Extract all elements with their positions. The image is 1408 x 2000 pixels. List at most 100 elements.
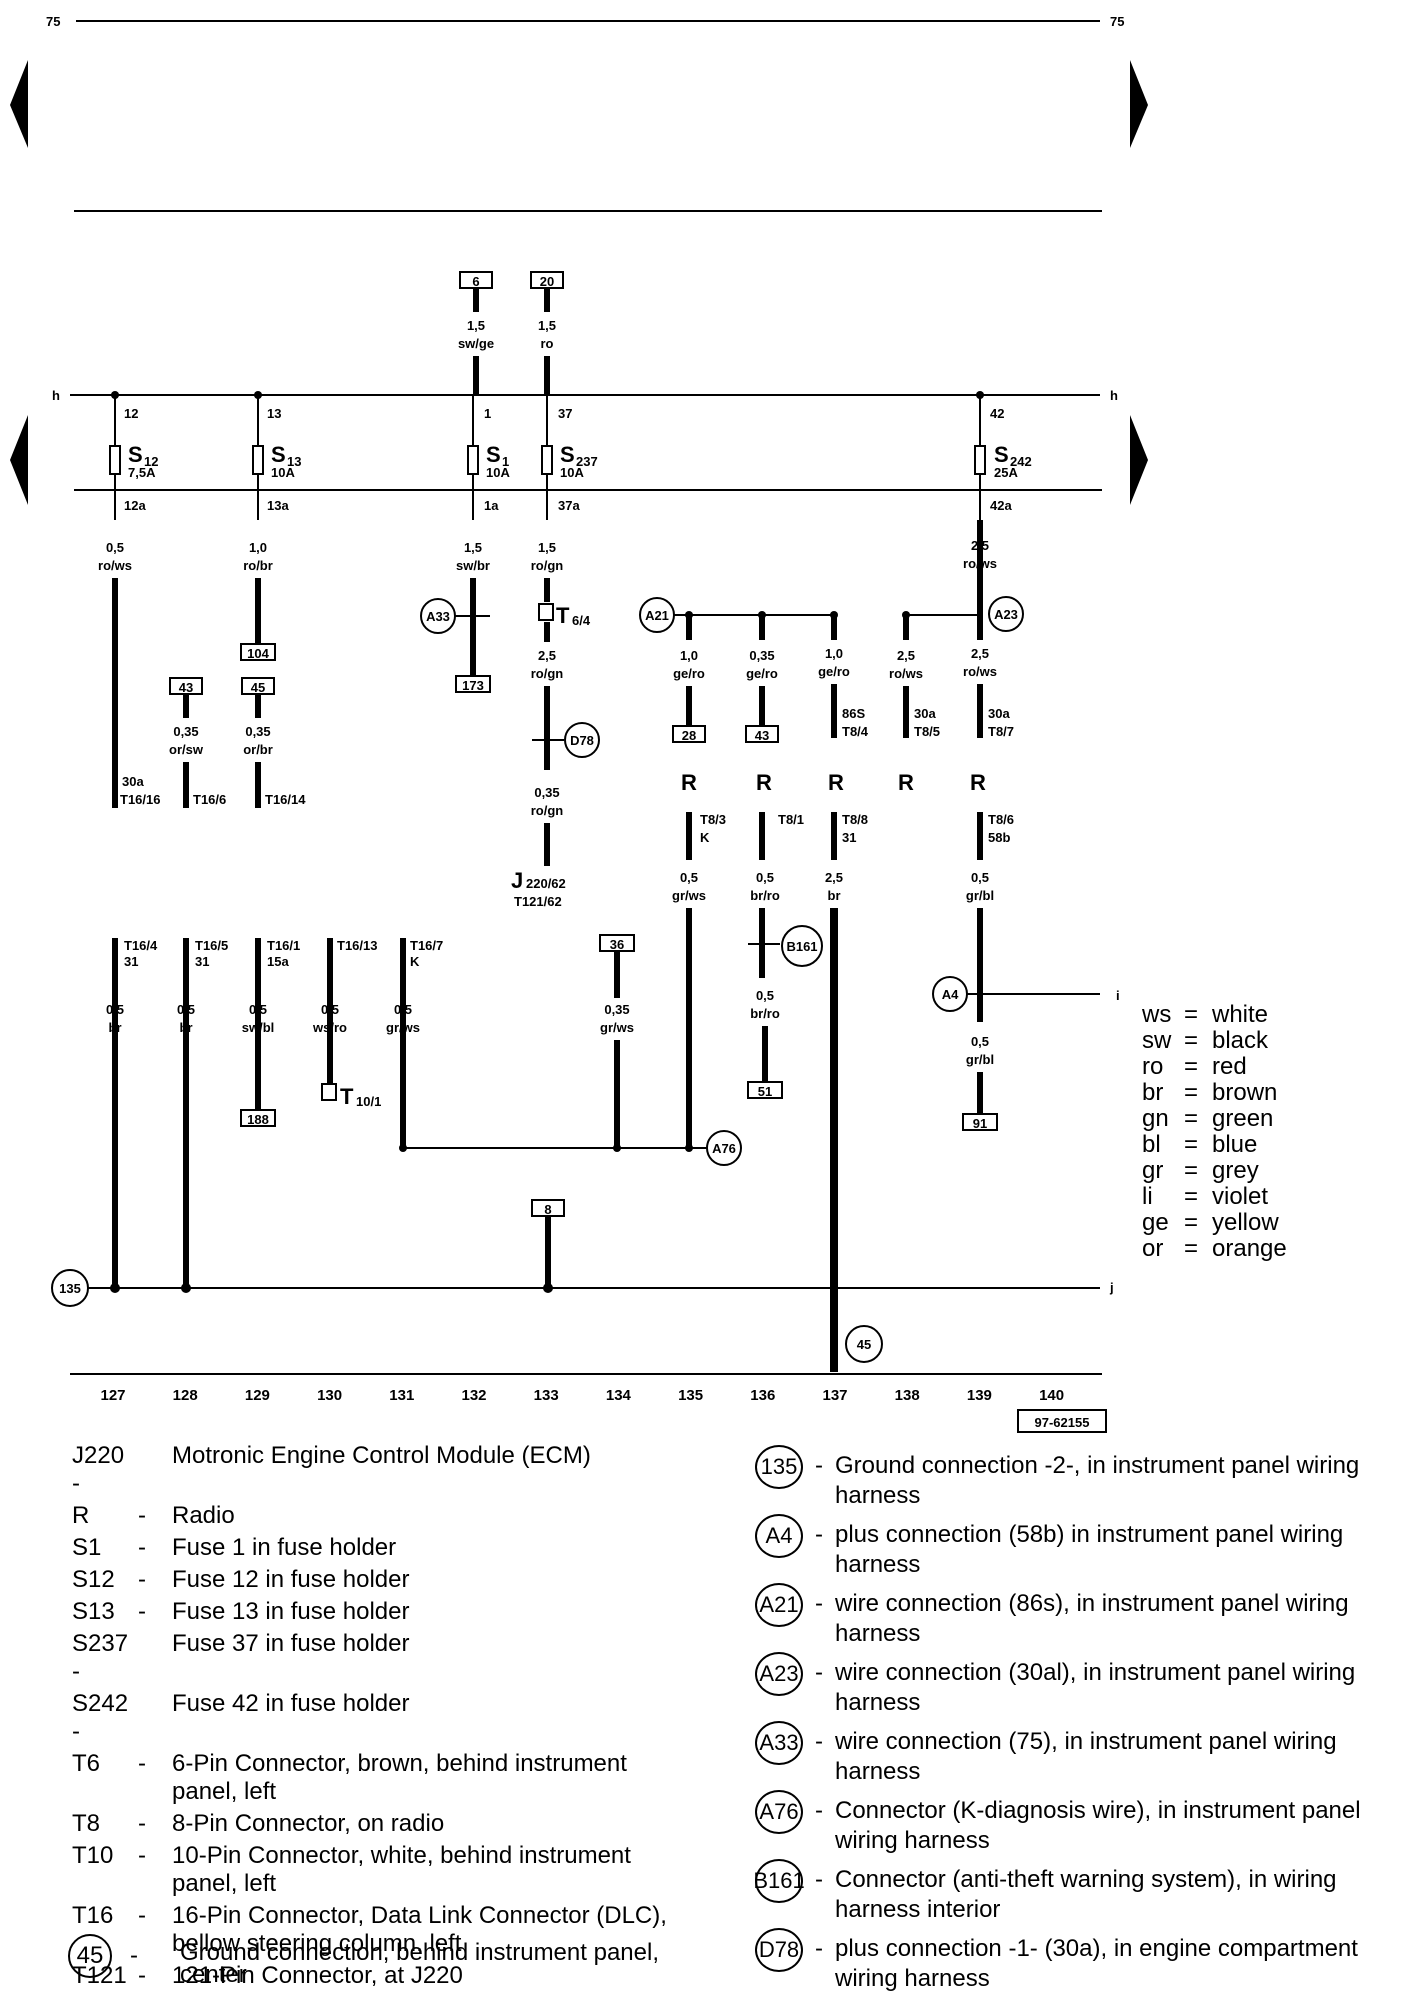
page-number-right: 75 bbox=[1110, 14, 1124, 29]
box-36: 36 bbox=[599, 934, 635, 952]
legend-item: T6-6-Pin Connector, brown, behind instru… bbox=[72, 1750, 627, 1805]
wire-color: ge/ro bbox=[746, 666, 778, 681]
legend-item: T10-10-Pin Connector, white, behind inst… bbox=[72, 1842, 631, 1897]
column-number: 129 bbox=[245, 1387, 270, 1404]
svg-text:10/1: 10/1 bbox=[356, 1094, 381, 1109]
prev-page-arrow-icon[interactable] bbox=[10, 60, 28, 148]
svg-text:104: 104 bbox=[247, 646, 269, 661]
legend-ground-dash: - bbox=[130, 1942, 138, 1969]
connection-A76: A76 bbox=[706, 1130, 742, 1166]
color-code-item: li=violet bbox=[1142, 1183, 1269, 1210]
svg-text:97-62155: 97-62155 bbox=[1035, 1415, 1090, 1430]
color-code-item: ws=white bbox=[1142, 1001, 1269, 1028]
connection-legend-item: A76-Connector (K-diagnosis wire), in ins… bbox=[755, 1790, 1395, 1856]
legend-item: R-Radio bbox=[72, 1502, 235, 1529]
box-51: 51 bbox=[747, 1081, 783, 1099]
svg-text:K: K bbox=[410, 954, 420, 969]
ground-135: 135 bbox=[51, 1269, 89, 1307]
svg-text:31: 31 bbox=[195, 954, 209, 969]
svg-text:10A: 10A bbox=[271, 465, 295, 480]
column-number: 138 bbox=[895, 1387, 920, 1404]
wire-size: 2,5 bbox=[538, 648, 556, 663]
color-code-item: gn=green bbox=[1142, 1105, 1274, 1132]
next-page-arrow-icon-lower[interactable] bbox=[1130, 415, 1148, 505]
connection-legend-item: 135-Ground connection -2-, in instrument… bbox=[755, 1445, 1395, 1511]
pin-label: 30a bbox=[914, 706, 936, 721]
component-J220: J bbox=[511, 868, 523, 893]
svg-text:D78: D78 bbox=[570, 733, 594, 748]
wire-size: 0,5 bbox=[971, 870, 989, 885]
next-page-arrow-icon[interactable] bbox=[1130, 60, 1148, 148]
column-number: 134 bbox=[606, 1387, 632, 1404]
connection-A33: A33 bbox=[420, 598, 456, 634]
svg-text:A33: A33 bbox=[426, 609, 450, 624]
wire-color: or/sw bbox=[169, 742, 204, 757]
pin-label: T8/3 bbox=[700, 812, 726, 827]
wire-size: 1,5 bbox=[464, 540, 482, 555]
column-number: 127 bbox=[100, 1387, 125, 1404]
box-104: 104 bbox=[240, 643, 276, 661]
connection-D78: D78 bbox=[564, 722, 600, 758]
svg-text:31: 31 bbox=[124, 954, 138, 969]
wire-color: or/br bbox=[243, 742, 273, 757]
svg-text:28: 28 bbox=[682, 728, 696, 743]
pin-label: T16/16 bbox=[120, 792, 160, 807]
color-code-item: sw=black bbox=[1142, 1027, 1269, 1054]
svg-text:12: 12 bbox=[124, 406, 138, 421]
prev-page-arrow-icon-lower[interactable] bbox=[10, 415, 28, 505]
pin-label: 58b bbox=[988, 830, 1010, 845]
wire-color: ro/ws bbox=[963, 664, 997, 679]
wire-color: ro/gn bbox=[531, 803, 564, 818]
svg-text:13a: 13a bbox=[267, 498, 289, 513]
svg-text:37: 37 bbox=[558, 406, 572, 421]
svg-text:0,5: 0,5 bbox=[249, 1002, 267, 1017]
column-number: 133 bbox=[534, 1387, 559, 1404]
svg-text:20: 20 bbox=[540, 274, 554, 289]
wire-color: ge/ro bbox=[673, 666, 705, 681]
box-28: 28 bbox=[672, 725, 706, 743]
connection-A23: A23 bbox=[988, 596, 1024, 632]
svg-text:12a: 12a bbox=[124, 498, 146, 513]
wire-color-6: sw/ge bbox=[458, 336, 494, 351]
wire-size: 1,5 bbox=[538, 540, 556, 555]
svg-text:173: 173 bbox=[462, 678, 484, 693]
pin-label: 86S bbox=[842, 706, 865, 721]
svg-text:242: 242 bbox=[1010, 454, 1032, 469]
wire-size: 0,5 bbox=[756, 988, 774, 1003]
radio-label: R bbox=[970, 770, 986, 795]
wire-color: br bbox=[828, 888, 841, 903]
legend-item: S237 -Fuse 37 in fuse holder bbox=[72, 1630, 410, 1685]
column-number: 132 bbox=[461, 1387, 486, 1404]
wire-size: 0,5 bbox=[680, 870, 698, 885]
wire-size: 2,5 bbox=[897, 648, 915, 663]
connection-legend: 135-Ground connection -2-, in instrument… bbox=[753, 1445, 1395, 1997]
svg-text:91: 91 bbox=[973, 1116, 987, 1131]
box-91: 91 bbox=[962, 1113, 998, 1131]
svg-text:1a: 1a bbox=[484, 498, 499, 513]
svg-text:25A: 25A bbox=[994, 465, 1018, 480]
svg-text:sw/bl: sw/bl bbox=[242, 1020, 275, 1035]
wire-color: ro/ws bbox=[963, 556, 997, 571]
fuse-S13: 13 S 13 10A 13a bbox=[252, 391, 301, 520]
svg-text:T: T bbox=[556, 603, 570, 628]
svg-text:237: 237 bbox=[576, 454, 598, 469]
pin-label: T8/5 bbox=[914, 724, 940, 739]
wire-color: ro/ws bbox=[889, 666, 923, 681]
column-number: 135 bbox=[678, 1387, 703, 1404]
svg-text:13: 13 bbox=[287, 454, 301, 469]
svg-text:S: S bbox=[560, 442, 575, 467]
column-number: 131 bbox=[389, 1387, 414, 1404]
wire-color: gr/bl bbox=[966, 888, 994, 903]
svg-text:8: 8 bbox=[544, 1202, 551, 1217]
wire-color: br/ro bbox=[750, 888, 780, 903]
top-box-20: 20 bbox=[530, 271, 564, 289]
box-45: 45 bbox=[241, 677, 275, 695]
rail-j-label: j bbox=[1109, 1280, 1114, 1295]
connector-T6-icon: T 6/4 bbox=[538, 603, 591, 628]
wire-size: 0,5 bbox=[971, 1034, 989, 1049]
pin-label: T8/8 bbox=[842, 812, 868, 827]
pin-label: T8/4 bbox=[842, 724, 869, 739]
legend-ground-row: 45 - Ground connection, behind instrumen… bbox=[68, 1934, 700, 1987]
